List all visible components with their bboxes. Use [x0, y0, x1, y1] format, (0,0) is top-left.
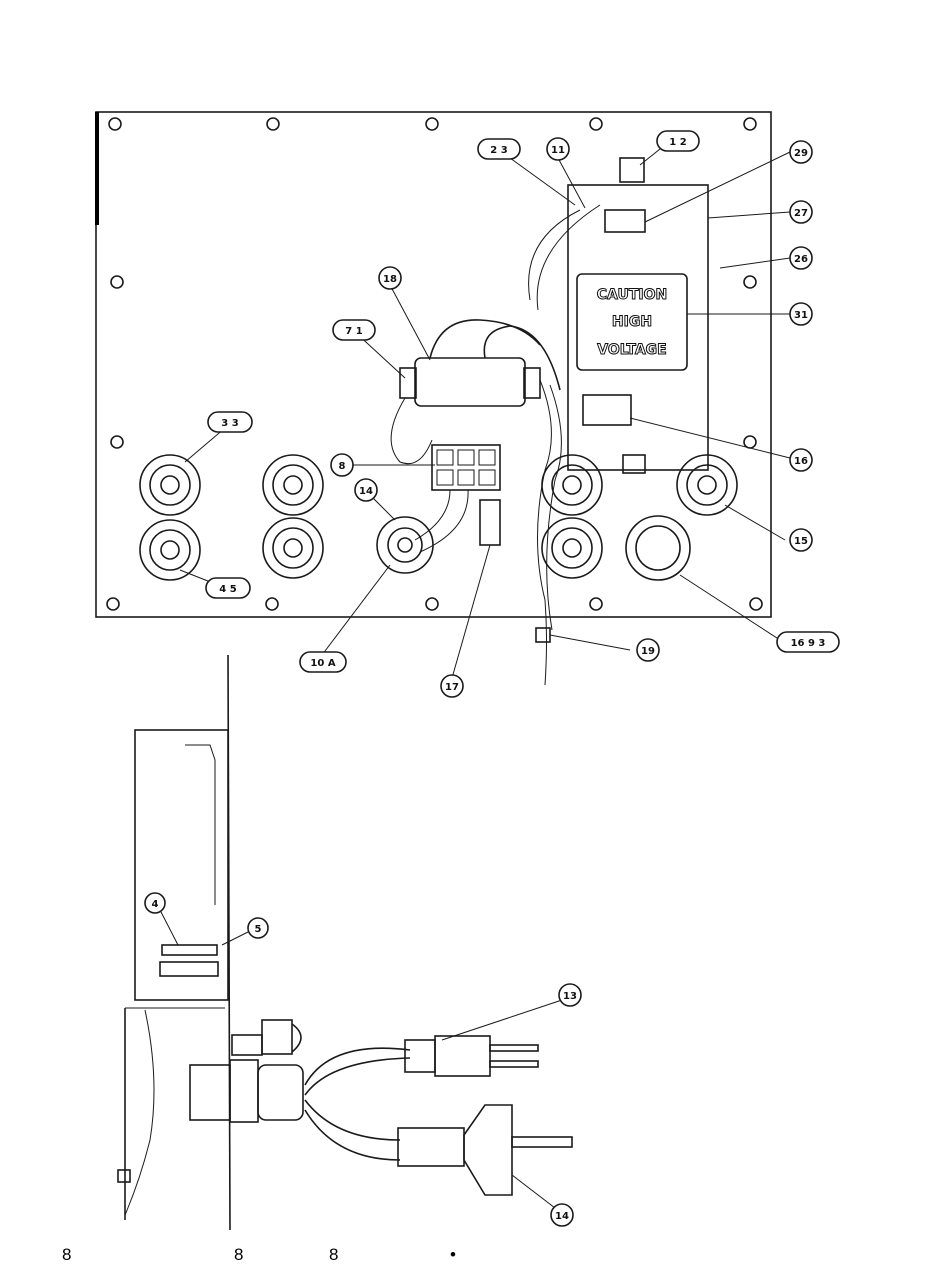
svg-text:7 1: 7 1	[345, 326, 362, 337]
svg-text:11: 11	[551, 145, 565, 156]
callout-1-2: 1 2	[657, 131, 699, 151]
footer-mark-c: 8	[329, 1245, 338, 1265]
callout-16-9-3: 16 9 3	[777, 632, 839, 652]
svg-text:17: 17	[445, 682, 459, 693]
callout-side-13: 13	[559, 984, 581, 1006]
socket-3	[263, 455, 323, 515]
callout-3-3: 3 3	[208, 412, 252, 432]
svg-text:14: 14	[359, 486, 373, 497]
svg-text:16: 16	[794, 456, 808, 467]
svg-text:3 3: 3 3	[221, 418, 238, 429]
terminal-block	[432, 445, 500, 545]
callout-17: 17	[441, 675, 463, 697]
power-module-box: CAUTION HIGH VOLTAGE	[568, 158, 708, 473]
callout-19: 19	[637, 639, 659, 661]
svg-text:8: 8	[339, 461, 346, 472]
mounting-screws	[107, 118, 762, 610]
svg-text:18: 18	[383, 274, 397, 285]
svg-text:4 5: 4 5	[219, 584, 236, 595]
socket-8	[626, 516, 690, 580]
back-panel-top-view: CAUTION HIGH VOLTAGE	[96, 112, 790, 685]
callout-side-4: 4	[145, 893, 165, 913]
svg-text:16 9 3: 16 9 3	[791, 638, 826, 649]
callout-26: 26	[790, 247, 812, 269]
callout-side-14: 14	[551, 1204, 573, 1226]
callout-15: 15	[790, 529, 812, 551]
side-module-box	[135, 730, 228, 1000]
svg-text:5: 5	[255, 924, 262, 935]
callout-18: 18	[379, 267, 401, 289]
callout-11: 11	[547, 138, 569, 160]
svg-text:4: 4	[152, 899, 159, 910]
footer-mark-b: 8	[234, 1245, 243, 1265]
socket-7	[542, 518, 602, 578]
callout-31: 31	[790, 303, 812, 325]
caution-line-2: HIGH	[612, 314, 652, 330]
svg-text:10 A: 10 A	[310, 658, 335, 669]
caution-line-1: CAUTION	[597, 287, 667, 303]
svg-text:13: 13	[563, 991, 577, 1002]
svg-text:26: 26	[794, 254, 808, 265]
transformer	[400, 320, 560, 406]
footer-mark-d: •	[450, 1245, 456, 1265]
callout-2-3: 2 3	[478, 139, 520, 159]
callout-side-5: 5	[248, 918, 268, 938]
svg-text:14: 14	[555, 1211, 569, 1222]
socket-9	[677, 455, 737, 515]
callout-14: 14	[355, 479, 377, 501]
callout-8: 8	[331, 454, 353, 476]
svg-text:2 3: 2 3	[490, 145, 507, 156]
svg-text:15: 15	[794, 536, 808, 547]
svg-text:31: 31	[794, 310, 808, 321]
svg-text:1 2: 1 2	[669, 137, 686, 148]
callout-27: 27	[790, 201, 812, 223]
caution-line-3: VOLTAGE	[597, 342, 666, 358]
callout-4-5: 4 5	[206, 578, 250, 598]
svg-text:19: 19	[641, 646, 655, 657]
callout-7-1: 7 1	[333, 320, 375, 340]
module-top-connector	[620, 158, 644, 182]
callout-16: 16	[790, 449, 812, 471]
side-view	[118, 655, 572, 1230]
svg-text:27: 27	[794, 208, 808, 219]
callout-29: 29	[790, 141, 812, 163]
socket-5	[377, 517, 433, 573]
footer-mark-a: 8	[62, 1245, 71, 1265]
socket-2	[140, 520, 200, 580]
socket-1	[140, 455, 200, 515]
svg-text:29: 29	[794, 148, 808, 159]
lamp-sockets	[140, 455, 737, 580]
socket-4	[263, 518, 323, 578]
callout-10-a: 10 A	[300, 652, 346, 672]
